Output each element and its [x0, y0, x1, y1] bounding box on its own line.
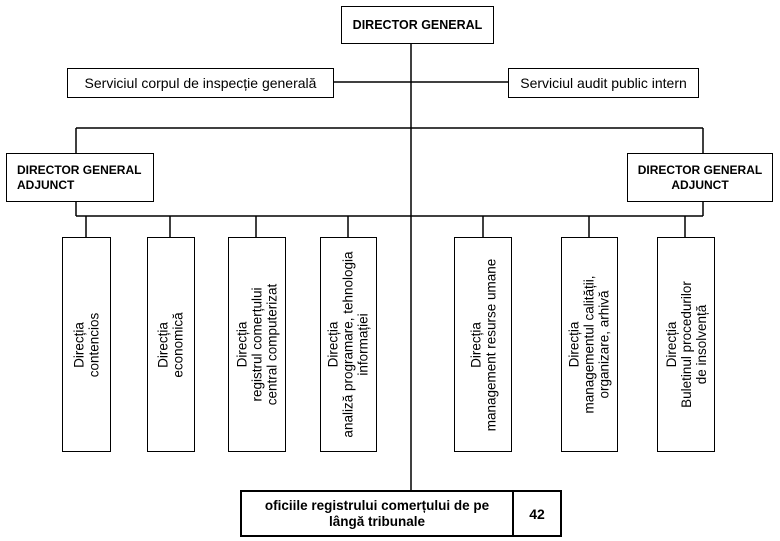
- directorate-box: Direcția Buletinul procedurilor de insol…: [657, 237, 715, 452]
- directorate-label: Direcția analiză programare, tehnologia …: [326, 251, 371, 438]
- offices-count: 42: [512, 492, 560, 535]
- director-general-label: DIRECTOR GENERAL: [352, 18, 483, 32]
- trade-register-offices-box: oficiile registrului comerțului de pe lâ…: [240, 490, 562, 537]
- directorate-label: Direcția registrul comerțului central co…: [234, 283, 280, 406]
- deputy-director-left-box: DIRECTOR GENERAL ADJUNCT: [6, 153, 154, 202]
- directorate-box: Direcția analiză programare, tehnologia …: [320, 237, 377, 452]
- directorate-box: Direcția economică: [147, 237, 195, 452]
- directorate-label: Direcția contencios: [71, 312, 102, 377]
- directorate-box: Direcția contencios: [62, 237, 111, 452]
- deputy-director-right-box: DIRECTOR GENERAL ADJUNCT: [627, 153, 773, 202]
- directorate-box: Direcția managementul calității, organiz…: [561, 237, 618, 452]
- directorate-box: Direcția registrul comerțului central co…: [228, 237, 286, 452]
- inspection-service-label: Serviciul corpul de inspecție generală: [84, 75, 317, 91]
- directorate-label: Direcția Buletinul procedurilor de insol…: [663, 281, 709, 408]
- deputy-director-left-label: DIRECTOR GENERAL ADJUNCT: [17, 162, 142, 192]
- deputy-director-right-label: DIRECTOR GENERAL ADJUNCT: [637, 162, 763, 192]
- director-general-box: DIRECTOR GENERAL: [341, 6, 494, 44]
- offices-label: oficiile registrului comerțului de pe lâ…: [264, 497, 490, 529]
- audit-service-label: Serviciul audit public intern: [520, 75, 687, 91]
- inspection-service-box: Serviciul corpul de inspecție generală: [67, 68, 334, 98]
- directorate-label: Direcția managementul calității, organiz…: [567, 275, 613, 414]
- directorate-box: Direcția management resurse umane: [454, 237, 512, 452]
- audit-service-box: Serviciul audit public intern: [508, 68, 699, 98]
- directorate-label: Direcția economică: [156, 311, 187, 378]
- directorate-label: Direcția management resurse umane: [468, 258, 498, 431]
